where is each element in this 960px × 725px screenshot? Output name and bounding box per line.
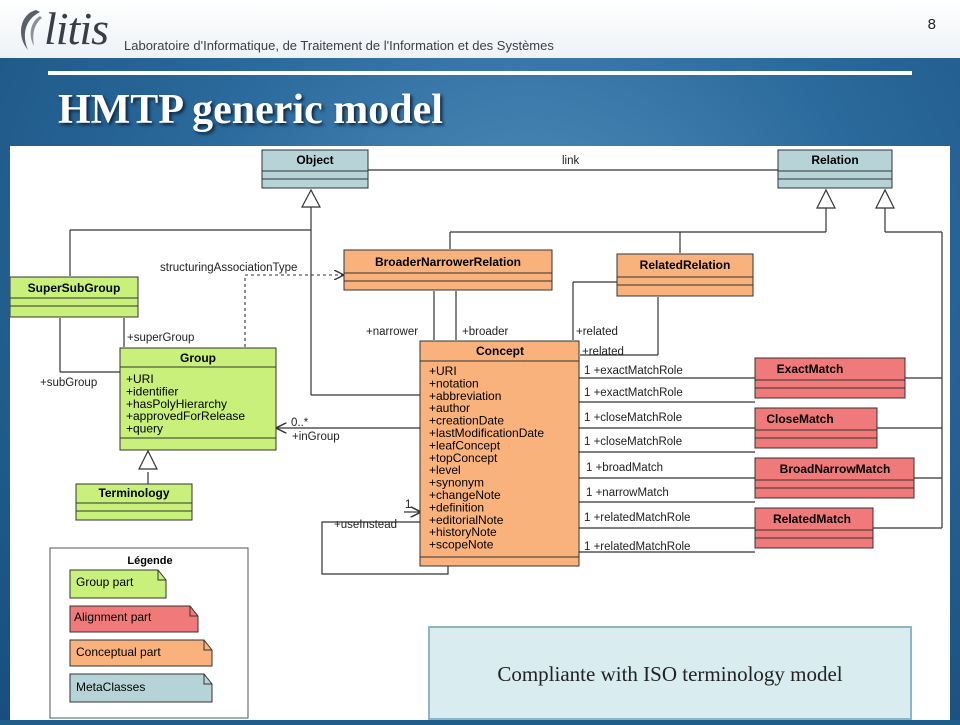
legend-label: Group part bbox=[76, 575, 134, 589]
legend-item-metaclasses: MetaClasses bbox=[69, 673, 213, 703]
class-attribute: +changeNote bbox=[429, 488, 501, 502]
class-exact-match: ExactMatch bbox=[754, 357, 906, 399]
class-attribute: +level bbox=[429, 463, 461, 477]
class-attribute: +creationDate bbox=[429, 414, 504, 428]
class-attribute: +scopeNote bbox=[429, 538, 494, 552]
label-use-instead: +useInstead bbox=[334, 519, 397, 531]
class-object: Object bbox=[261, 149, 369, 189]
label-broader: +broader bbox=[462, 326, 509, 338]
legend-label: Alignment part bbox=[74, 610, 152, 624]
class-terminology: Terminology bbox=[75, 483, 193, 521]
class-relation: Relation bbox=[777, 149, 893, 189]
association-labels: link structuringAssociationType +superGr… bbox=[40, 155, 690, 553]
class-close-match: CloseMatch bbox=[754, 407, 878, 449]
class-name: SuperSubGroup bbox=[28, 281, 121, 295]
label-multiplicity: 0..* bbox=[291, 417, 309, 429]
label-in-group: +inGroup bbox=[292, 431, 340, 443]
class-attribute: +topConcept bbox=[429, 451, 498, 465]
class-name: CloseMatch bbox=[766, 412, 833, 426]
class-attribute: +approvedForRelease bbox=[126, 409, 245, 423]
class-attribute: +abbreviation bbox=[429, 389, 501, 403]
label-narrower: +narrower bbox=[366, 326, 418, 338]
title-rule bbox=[48, 71, 912, 75]
label-narrow-match: 1 +narrowMatch bbox=[586, 487, 669, 499]
legend: Légende Group part Alignment part Concep… bbox=[49, 547, 249, 719]
connector-lines bbox=[59, 169, 943, 575]
label-close-1: 1 +closeMatchRole bbox=[584, 412, 682, 424]
class-name: ExactMatch bbox=[777, 362, 844, 376]
label-close-2: 1 +closeMatchRole bbox=[584, 436, 682, 448]
class-name: Object bbox=[296, 153, 333, 167]
legend-item-conceptual: Conceptual part bbox=[69, 639, 213, 667]
uml-diagram: Object Relation BroaderNarrowerRelation … bbox=[9, 149, 943, 719]
class-attribute: +query bbox=[126, 422, 163, 436]
legend-item-group: Group part bbox=[69, 569, 167, 599]
page-number: 8 bbox=[927, 16, 936, 33]
label-structuring: structuringAssociationType bbox=[160, 262, 297, 274]
class-attribute: +definition bbox=[429, 500, 484, 514]
concept-attribute-list: +URI+notation+abbreviation+author+creati… bbox=[429, 364, 544, 552]
iso-compliance-callout: Compliante with ISO terminology model bbox=[428, 626, 912, 720]
label-related-match-1: 1 +relatedMatchRole bbox=[584, 512, 690, 524]
label-exact-1: 1 +exactMatchRole bbox=[584, 365, 683, 377]
litis-logo-icon bbox=[21, 10, 42, 50]
lab-name: Laboratoire d'Informatique, de Traitemen… bbox=[124, 38, 554, 53]
group-attribute-list: +URI+identifier+hasPolyHierarchy+approve… bbox=[126, 372, 245, 436]
legend-title: Légende bbox=[127, 555, 172, 567]
label-super-group: +superGroup bbox=[127, 332, 194, 344]
class-concept: Concept +URI+notation+abbreviation+autho… bbox=[419, 340, 580, 567]
legend-item-alignment: Alignment part bbox=[69, 605, 199, 633]
label-related-match-2: 1 +relatedMatchRole bbox=[584, 541, 690, 553]
class-name: RelatedRelation bbox=[640, 258, 731, 272]
class-name: Group bbox=[180, 351, 216, 365]
class-attribute: +URI bbox=[126, 372, 154, 386]
label-exact-2: 1 +exactMatchRole bbox=[584, 387, 683, 399]
class-name: Relation bbox=[811, 153, 858, 167]
class-attribute: +URI bbox=[429, 364, 457, 378]
class-attribute: +author bbox=[429, 401, 470, 415]
class-attribute: +lastModificationDate bbox=[429, 426, 544, 440]
slide-title: HMTP generic model bbox=[58, 87, 443, 133]
class-attribute: +identifier bbox=[126, 384, 178, 398]
class-group: Group +URI+identifier+hasPolyHierarchy+a… bbox=[119, 347, 277, 451]
generalization-triangles bbox=[138, 188, 895, 470]
class-attribute: +hasPolyHierarchy bbox=[126, 397, 227, 411]
header-band: litis Laboratoire d'Informatique, de Tra… bbox=[0, 0, 960, 58]
class-attribute: +editorialNote bbox=[429, 513, 504, 527]
label-broad-match: 1 +broadMatch bbox=[586, 462, 663, 474]
class-attribute: +notation bbox=[429, 376, 479, 390]
class-attribute: +historyNote bbox=[429, 525, 497, 539]
class-broader-narrower-relation: BroaderNarrowerRelation bbox=[343, 249, 553, 291]
legend-label: Conceptual part bbox=[76, 645, 161, 659]
label-sub-group: +subGroup bbox=[40, 377, 97, 389]
class-name: Terminology bbox=[98, 486, 169, 500]
class-related-match: RelatedMatch bbox=[754, 507, 874, 549]
class-name: BroaderNarrowerRelation bbox=[375, 255, 521, 269]
class-name: BroadNarrowMatch bbox=[780, 462, 891, 476]
label-one: 1 bbox=[405, 499, 411, 511]
class-attribute: +leafConcept bbox=[429, 438, 501, 452]
label-link: link bbox=[562, 155, 580, 167]
label-related-1: +related bbox=[576, 326, 618, 338]
label-related-2: +related bbox=[582, 346, 624, 358]
uml-diagram-panel: Object Relation BroaderNarrowerRelation … bbox=[9, 146, 950, 720]
class-attribute: +synonym bbox=[429, 476, 484, 490]
class-broad-narrow-match: BroadNarrowMatch bbox=[754, 457, 915, 499]
legend-label: MetaClasses bbox=[76, 680, 145, 694]
logo-text: litis bbox=[44, 3, 109, 54]
class-name: RelatedMatch bbox=[773, 512, 851, 526]
class-name: Concept bbox=[476, 344, 524, 358]
class-super-sub-group: SuperSubGroup bbox=[9, 276, 139, 318]
class-related-relation: RelatedRelation bbox=[616, 253, 754, 297]
callout-text: Compliante with ISO terminology model bbox=[497, 662, 843, 686]
